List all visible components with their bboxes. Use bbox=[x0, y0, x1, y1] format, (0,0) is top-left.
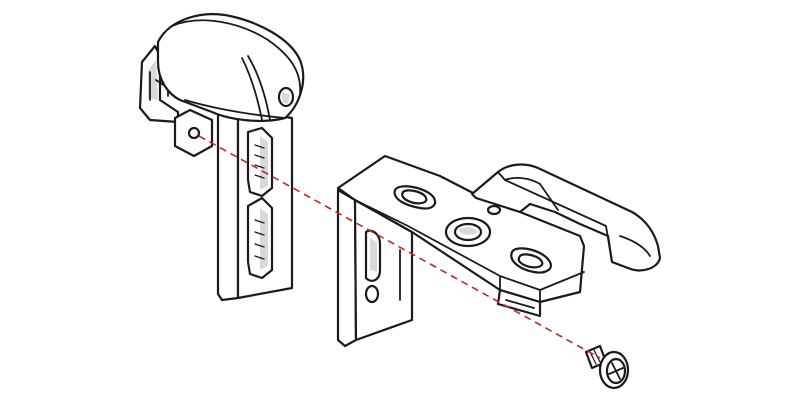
screw-icon bbox=[584, 344, 630, 390]
wall-bracket-icon bbox=[336, 154, 662, 348]
end-cap-icon bbox=[138, 12, 305, 302]
alignment-dashed-line bbox=[198, 135, 601, 359]
